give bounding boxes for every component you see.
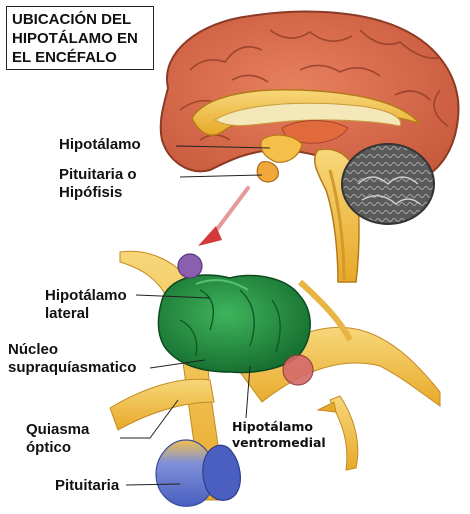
title-box: UBICACIÓN DEL HIPOTÁLAMO EN EL ENCÉFALO <box>6 6 154 70</box>
pituitary-posterior <box>202 444 241 501</box>
label-hipotalamo-lateral: Hipotálamo lateral <box>45 287 127 322</box>
leader-hipotalamo <box>175 145 271 149</box>
title-line-3: EL ENCÉFALO <box>12 49 117 66</box>
label-nucleo-supraquiasmatico: Núcleo supraquíasmatico <box>8 341 137 376</box>
leader-pituitaria-lower <box>125 483 181 486</box>
title-line-2: HIPOTÁLAMO EN <box>12 30 138 47</box>
pituitary-upper <box>256 161 279 183</box>
leader-hipotalamo-lateral <box>135 294 211 299</box>
label-quiasma-optico: Quiasma óptico <box>26 421 90 456</box>
leader-nucleo <box>149 359 206 369</box>
leader-quiasma <box>120 399 179 439</box>
title-line-1: UBICACIÓN DEL <box>12 11 132 28</box>
label-pituitaria-hipofisis: Pituitaria o Hipófisis <box>59 166 137 201</box>
leader-pituitaria <box>179 174 263 178</box>
optic-nerve-left <box>109 378 215 431</box>
label-pituitaria: Pituitaria <box>55 477 120 494</box>
purple-nucleus <box>177 253 203 279</box>
zoom-arrow-icon <box>198 186 250 246</box>
corpus-callosum <box>214 102 402 127</box>
lateral-hypothalamus <box>157 274 311 374</box>
brain-sagittal-section <box>159 10 460 283</box>
label-hipotalamo: Hipotálamo <box>59 136 141 153</box>
label-hipotalamo-ventromedial: Hipotálamo ventromedial <box>232 419 326 450</box>
leader-ventromedial <box>245 365 251 419</box>
hypothalamus-magnified <box>109 250 441 507</box>
hypothalamus-upper <box>260 134 303 163</box>
ventromedial-nucleus <box>282 354 314 386</box>
fiber-right-branch <box>329 395 359 471</box>
inner-white-matter <box>191 88 421 136</box>
